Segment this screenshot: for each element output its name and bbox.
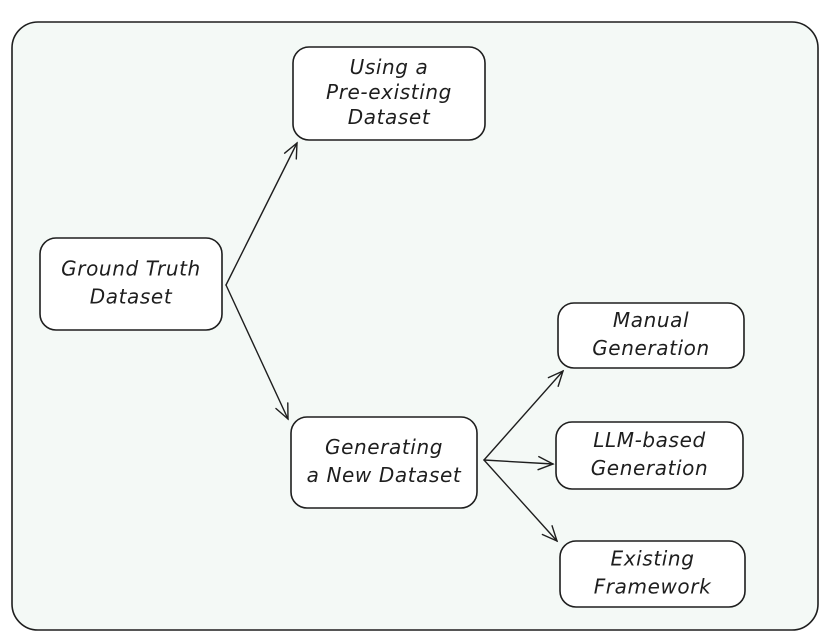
node-label-line: Framework — [594, 575, 712, 599]
node-box — [39, 237, 223, 331]
arrow-head — [275, 402, 289, 421]
node-box — [292, 46, 486, 141]
edge-line — [225, 142, 298, 286]
edge-ground-truth-dataset-to-using-pre-existing-dataset — [225, 141, 298, 286]
node-generating-new-dataset: Generating a New Dataset — [290, 416, 478, 509]
edge-line — [225, 284, 289, 420]
node-label-line: Existing — [610, 547, 694, 571]
node-label-line: Ground Truth — [61, 257, 201, 281]
edge-ground-truth-dataset-to-generating-new-dataset — [225, 284, 289, 421]
node-label-line: Pre-existing — [326, 80, 452, 104]
node-box — [559, 540, 746, 608]
edges-layer — [225, 141, 565, 543]
node-label-line: Generation — [591, 456, 709, 480]
node-box — [557, 302, 745, 369]
node-box — [555, 421, 744, 490]
arrow-head — [547, 369, 565, 387]
node-label-line: Dataset — [348, 105, 431, 129]
edge-generating-new-dataset-to-llm-based-generation — [483, 455, 555, 471]
arrow-head — [541, 525, 559, 543]
node-label-line: Manual — [613, 308, 689, 332]
node-box — [290, 416, 478, 509]
arrow-head — [537, 455, 555, 471]
edge-line — [483, 459, 558, 542]
node-label-line: Generating — [325, 435, 443, 459]
edge-line — [483, 459, 554, 465]
arrow-head — [283, 141, 298, 160]
edge-generating-new-dataset-to-existing-framework — [483, 459, 559, 543]
edge-generating-new-dataset-to-manual-generation — [483, 369, 565, 461]
node-label-line: LLM-based — [593, 428, 706, 452]
edge-line — [483, 370, 564, 461]
node-label-line: Using a — [350, 55, 429, 79]
node-label-line: Generation — [592, 336, 710, 360]
node-label-line: Dataset — [90, 285, 173, 309]
node-label-line: a New Dataset — [307, 463, 462, 487]
